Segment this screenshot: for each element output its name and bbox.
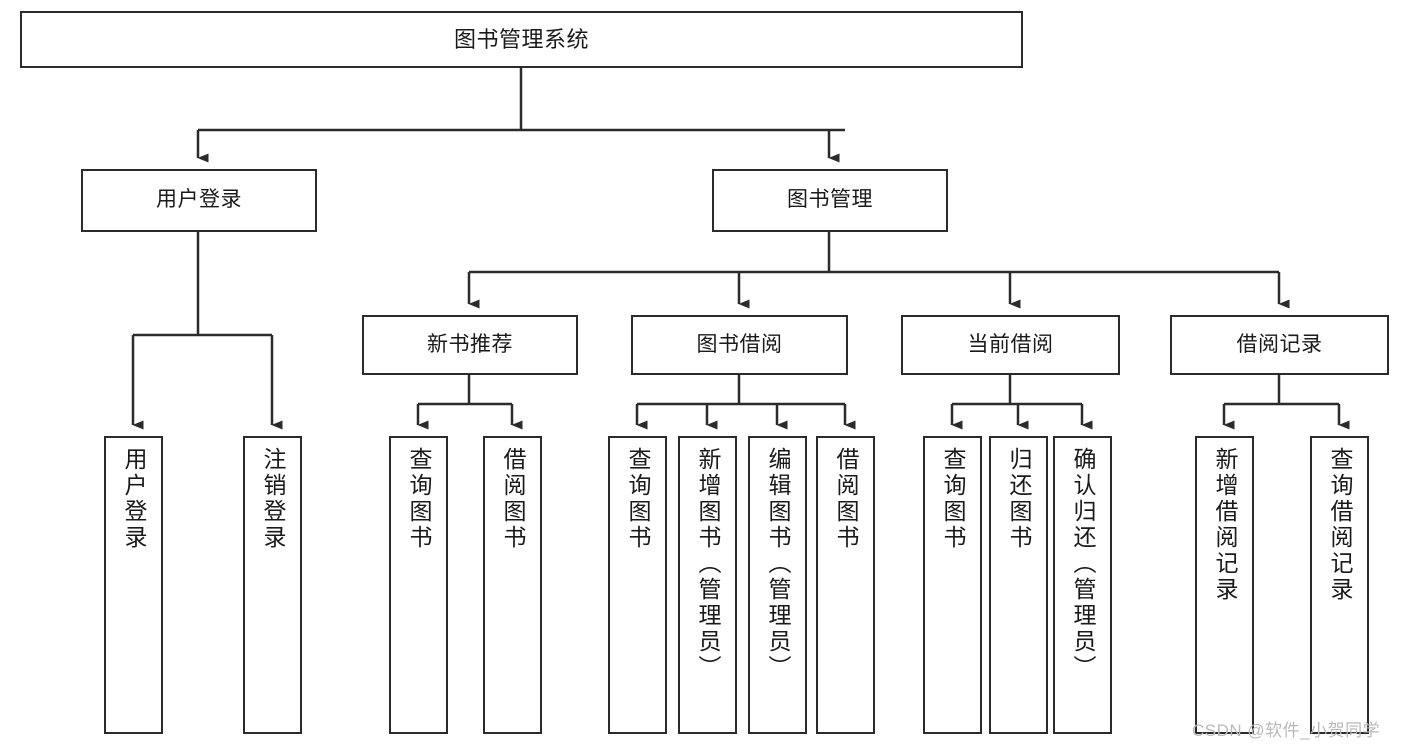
node-book-management[interactable]: 图书管理 xyxy=(712,169,948,232)
node-label: 编辑图书（管理员） xyxy=(765,447,791,681)
leaf-query-book-recommendation[interactable]: 查询图书 xyxy=(389,436,448,734)
node-new-book-recommendation[interactable]: 新书推荐 xyxy=(362,315,578,375)
node-label: 查询图书 xyxy=(625,447,651,551)
node-label: 图书借阅 xyxy=(696,332,783,356)
node-label: 查询图书 xyxy=(406,447,432,551)
leaf-query-borrowing-record[interactable]: 查询借阅记录 xyxy=(1310,436,1369,734)
node-label: 新书推荐 xyxy=(427,332,513,356)
node-root-book-management-system[interactable]: 图书管理系统 xyxy=(20,11,1023,68)
node-label: 借阅记录 xyxy=(1236,332,1323,356)
leaf-query-book-borrowing[interactable]: 查询图书 xyxy=(608,436,667,734)
node-label: 查询借阅记录 xyxy=(1327,447,1353,603)
node-label: 注销登录 xyxy=(260,447,286,551)
node-user-login[interactable]: 用户登录 xyxy=(81,169,317,232)
node-label: 借阅图书 xyxy=(833,447,859,551)
node-label: 借阅图书 xyxy=(500,447,526,551)
node-label: 查询图书 xyxy=(940,447,966,551)
leaf-edit-book-admin[interactable]: 编辑图书（管理员） xyxy=(748,436,807,734)
leaf-add-book-admin[interactable]: 新增图书（管理员） xyxy=(678,436,737,734)
leaf-logout[interactable]: 注销登录 xyxy=(243,436,302,734)
node-borrowing-record[interactable]: 借阅记录 xyxy=(1170,315,1389,375)
leaf-borrow-book-borrowing[interactable]: 借阅图书 xyxy=(816,436,875,734)
node-label: 新增图书（管理员） xyxy=(695,447,721,681)
node-book-borrowing[interactable]: 图书借阅 xyxy=(631,315,848,375)
leaf-query-book-current[interactable]: 查询图书 xyxy=(923,436,982,734)
leaf-confirm-return-admin[interactable]: 确认归还（管理员） xyxy=(1053,436,1112,734)
leaf-add-borrowing-record[interactable]: 新增借阅记录 xyxy=(1195,436,1254,734)
node-label: 用户登录 xyxy=(156,188,242,212)
node-label: 用户登录 xyxy=(121,447,147,551)
node-current-borrowing[interactable]: 当前借阅 xyxy=(901,315,1120,375)
node-label: 图书管理 xyxy=(787,188,873,212)
node-label: 确认归还（管理员） xyxy=(1070,447,1096,681)
leaf-borrow-book-recommendation[interactable]: 借阅图书 xyxy=(483,436,542,734)
node-label: 新增借阅记录 xyxy=(1212,447,1238,603)
leaf-user-login[interactable]: 用户登录 xyxy=(104,436,163,734)
node-label: 图书管理系统 xyxy=(453,26,589,52)
node-label: 归还图书 xyxy=(1006,447,1032,551)
node-label: 当前借阅 xyxy=(967,332,1054,356)
leaf-return-book[interactable]: 归还图书 xyxy=(989,436,1048,734)
